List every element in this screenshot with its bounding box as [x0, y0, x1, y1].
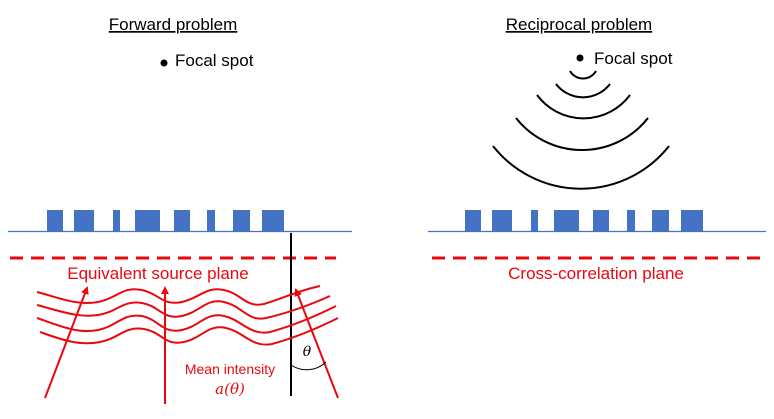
reciprocal-title: Reciprocal problem	[506, 15, 652, 34]
forward-element-array	[47, 210, 284, 231]
reciprocal-focal-label: Focal spot	[594, 49, 673, 68]
wave-arc-1	[569, 70, 597, 80]
forward-wavefronts	[36, 285, 339, 346]
forward-element	[174, 210, 190, 231]
angle-arc	[290, 361, 327, 371]
forward-focal-label: Focal spot	[175, 51, 254, 70]
reciprocal-focal-dot	[576, 54, 584, 62]
forward-title: Forward problem	[109, 15, 238, 34]
angle-symbol: θ	[303, 344, 312, 360]
forward-element	[233, 210, 250, 231]
reciprocal-element	[492, 210, 512, 231]
mean-intensity-label: Mean intensity	[185, 361, 275, 377]
incident-arrow-right	[294, 288, 339, 399]
wave-arc-3	[536, 94, 631, 120]
wavefront-1	[36, 285, 321, 306]
wavefront-2	[36, 295, 331, 320]
forward-element	[262, 210, 284, 231]
forward-element	[47, 210, 63, 231]
reciprocal-element	[593, 210, 609, 231]
reciprocal-element	[681, 210, 703, 231]
forward-focal-dot	[160, 59, 168, 67]
wavefront-4	[39, 317, 339, 346]
wave-arc-5	[492, 145, 670, 190]
reciprocal-element-array	[465, 210, 703, 231]
forward-element	[135, 210, 160, 231]
reciprocal-element	[652, 210, 669, 231]
reciprocal-panel: Reciprocal problem Focal spot Cross-corr…	[428, 15, 766, 283]
reciprocal-element	[627, 210, 635, 231]
reciprocal-plane-label: Cross-correlation plane	[508, 264, 684, 283]
forward-plane-label: Equivalent source plane	[67, 264, 248, 283]
forward-element	[74, 210, 94, 231]
reciprocal-wave-arcs	[492, 70, 670, 190]
reciprocal-element	[531, 210, 538, 231]
mean-intensity-symbol: a(θ)	[215, 380, 245, 398]
wavefront-3	[36, 305, 337, 334]
reciprocal-element	[465, 210, 481, 231]
wave-arc-2	[555, 83, 611, 99]
incident-arrow-left	[44, 286, 89, 399]
forward-element	[207, 210, 215, 231]
forward-element	[113, 210, 120, 231]
forward-arrows	[44, 286, 339, 404]
wave-arc-4	[515, 117, 649, 152]
forward-panel: Forward problem Focal spot Equivalent so…	[8, 15, 352, 404]
reciprocal-element	[554, 210, 579, 231]
